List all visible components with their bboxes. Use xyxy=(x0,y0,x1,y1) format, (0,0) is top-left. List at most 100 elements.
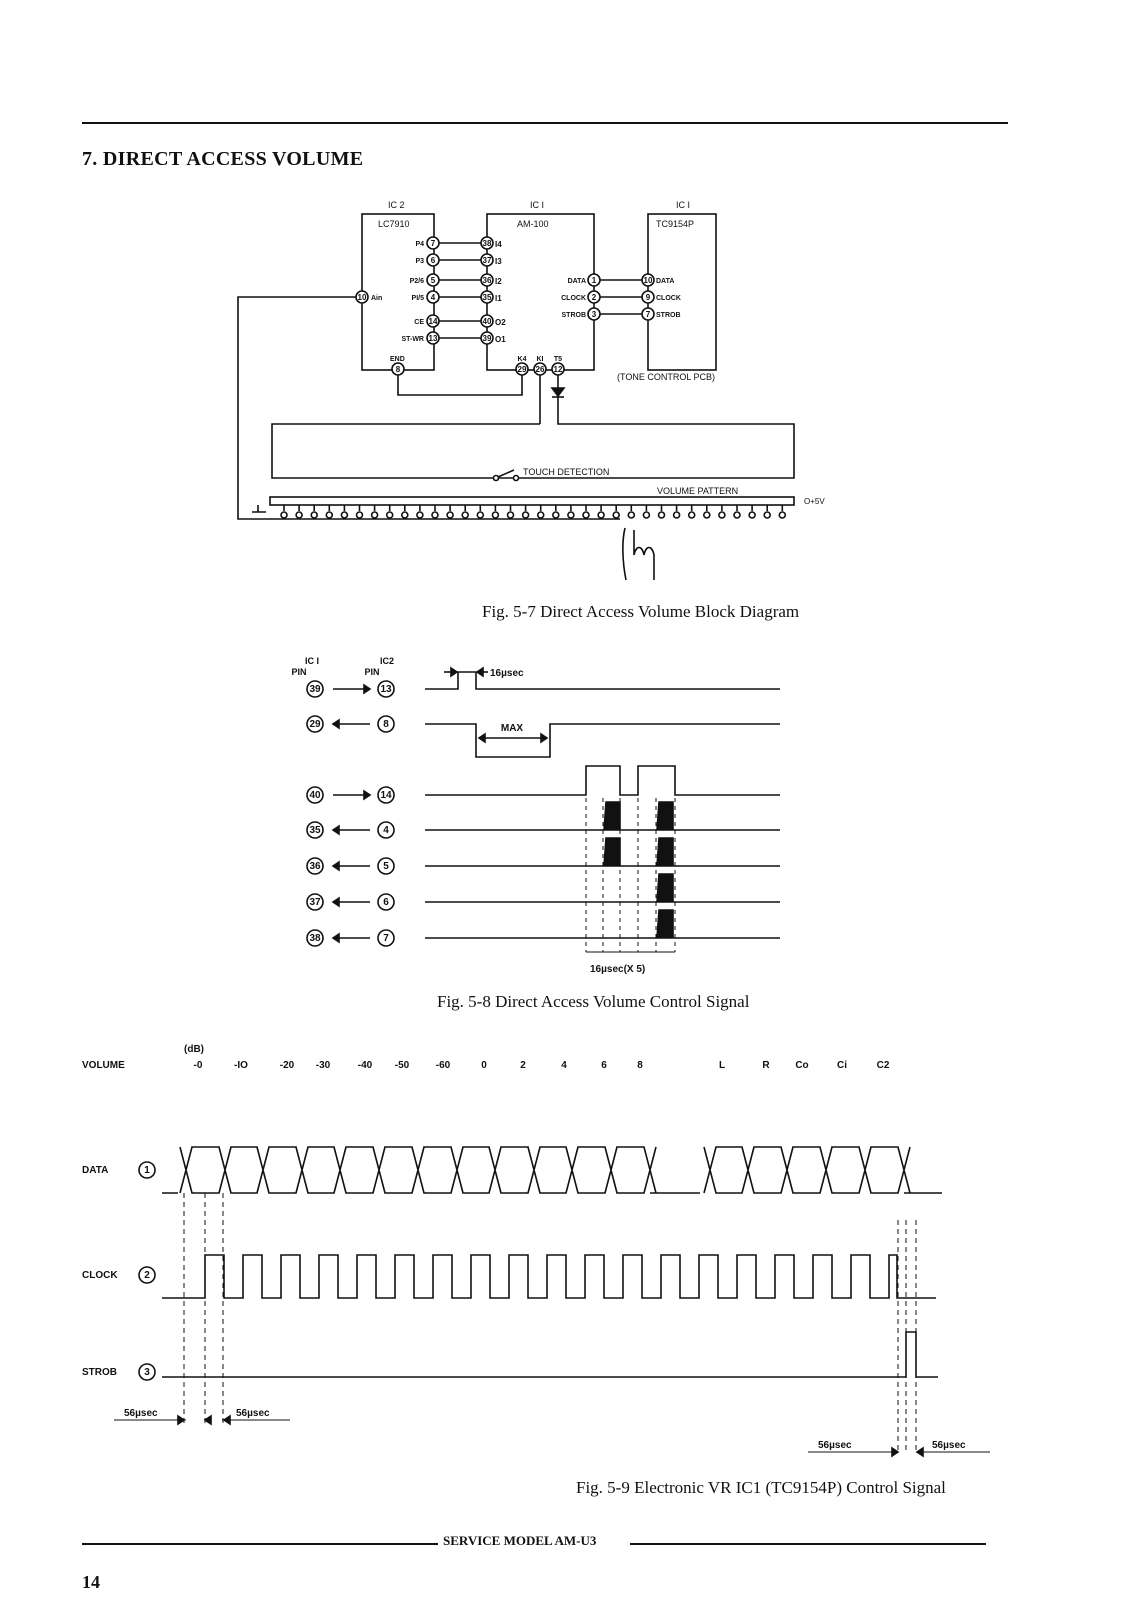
pattern-pad xyxy=(567,511,575,519)
switch-blade xyxy=(497,469,515,478)
sig-row-pulse xyxy=(656,873,674,903)
ic1b-part: TC9154P xyxy=(656,219,694,229)
ic2-pin-label: ST-WR xyxy=(401,336,424,343)
row-arrow-head xyxy=(331,718,340,730)
clock-waveform xyxy=(162,1254,936,1299)
row-pin-ic1-number: 40 xyxy=(309,790,321,801)
volume-value: -IO xyxy=(234,1060,248,1071)
hdr-pin1: PIN xyxy=(291,667,306,677)
row-pin-ic1-number: 35 xyxy=(309,825,321,836)
volume-value: -20 xyxy=(280,1060,295,1071)
fig-5-7-caption: Fig. 5-7 Direct Access Volume Block Diag… xyxy=(482,602,800,621)
arrow-head xyxy=(477,732,486,744)
row-arrow-head xyxy=(331,824,340,836)
signal-pin-number: 3 xyxy=(144,1367,150,1378)
signal-label: CLOCK xyxy=(82,1270,118,1281)
switch-contact xyxy=(492,474,500,482)
ic1b-label: DATA xyxy=(656,278,674,285)
ic2-pin-label: P3 xyxy=(415,258,424,265)
strob-waveform xyxy=(162,1331,938,1378)
hdr-ic1: IC I xyxy=(305,656,319,666)
pattern-pad xyxy=(748,511,756,519)
repeat-label: 16µsec(X 5) xyxy=(590,964,645,975)
sig-29-8 xyxy=(425,723,780,758)
ic2-pin-number: 14 xyxy=(429,317,438,326)
hdr-ic2: IC2 xyxy=(380,656,394,666)
ic1a-left-pin xyxy=(480,273,494,287)
volume-value: R xyxy=(762,1060,770,1071)
pattern-pad xyxy=(385,511,394,519)
data-waveform xyxy=(162,1146,942,1194)
pattern-pad xyxy=(687,511,696,519)
pattern-pad xyxy=(612,511,621,519)
ic1b-ref: IC I xyxy=(676,200,690,210)
ic2-pin-label: P2/6 xyxy=(410,278,425,285)
row-pin-ic2 xyxy=(377,893,395,911)
pattern-pad xyxy=(582,511,590,519)
row-pin-ic1-number: 37 xyxy=(309,897,321,908)
signal-label: STROB xyxy=(82,1367,117,1378)
max-label: MAX xyxy=(501,723,524,734)
ic1b-pin xyxy=(641,307,655,321)
ic1a-right-label: DATA xyxy=(568,278,586,285)
arrow-head xyxy=(177,1414,186,1426)
signal-pin-number: 2 xyxy=(144,1270,150,1281)
pulse-width-label: 16µsec xyxy=(490,668,524,679)
vplus-label: O+5V xyxy=(804,497,825,506)
ain-wire xyxy=(237,296,620,520)
ic1a-bottom-label: KI xyxy=(537,356,544,363)
footer-model: SERVICE MODEL AM-U3 xyxy=(443,1533,597,1548)
pattern-pad xyxy=(778,511,787,519)
arrow-head xyxy=(475,666,484,678)
ic1b-pin-number: 7 xyxy=(646,310,651,319)
ic2-box xyxy=(361,213,435,371)
pattern-pad xyxy=(657,511,666,519)
footer-rule-left xyxy=(82,1543,438,1545)
ic1a-right-label: STROB xyxy=(562,312,587,319)
t-label-1: 56µsec xyxy=(124,1408,158,1419)
arrow-head xyxy=(915,1446,924,1458)
ic2-pin-label: CE xyxy=(414,319,424,326)
volume-value: 8 xyxy=(637,1060,643,1071)
volume-value: -60 xyxy=(436,1060,451,1071)
ic1a-bottom-pin-number: 12 xyxy=(554,365,563,374)
pattern-pad xyxy=(718,511,726,519)
row-pin-ic1 xyxy=(306,786,324,804)
volume-value: 4 xyxy=(561,1060,567,1071)
ic1a-bottom-pin-number: 26 xyxy=(536,365,545,374)
top-rule xyxy=(82,122,1008,124)
ic1a-left-pin xyxy=(480,290,494,304)
ic2-end-pin-number: 8 xyxy=(396,365,401,374)
finger-icon xyxy=(622,527,655,581)
footer-rule-right xyxy=(630,1543,986,1545)
row-pin-ic1-number: 38 xyxy=(309,933,321,944)
signal-pin-number: 1 xyxy=(144,1165,150,1176)
row-pin-ic1 xyxy=(306,680,324,698)
ic2-pin-label: P4 xyxy=(415,241,424,248)
ic2-end-label: END xyxy=(390,356,405,363)
volume-pattern-label: VOLUME PATTERN xyxy=(657,486,738,496)
ic1a-left-label: O1 xyxy=(495,335,506,344)
ic1a-left-label: I3 xyxy=(495,257,502,266)
ic1a-bottom-pin-number: 29 xyxy=(518,365,527,374)
sig-row-pulse xyxy=(603,837,621,867)
volume-value: 2 xyxy=(520,1060,526,1071)
row-pin-ic2 xyxy=(377,786,395,804)
section-title: 7. DIRECT ACCESS VOLUME xyxy=(82,148,364,170)
arrow-head xyxy=(450,666,459,678)
row-arrow-head xyxy=(331,860,340,872)
sig-row-pulse xyxy=(656,909,674,939)
ic1a-right-label: CLOCK xyxy=(561,295,586,302)
volume-value: L xyxy=(719,1060,725,1071)
row-pin-ic2-number: 7 xyxy=(383,933,389,944)
ic1a-right-pin-number: 2 xyxy=(592,293,597,302)
row-arrow-head xyxy=(331,896,340,908)
sig-row-pulse xyxy=(656,837,674,867)
sig-row-pulse xyxy=(603,801,621,831)
row-pin-ic2-number: 6 xyxy=(383,897,389,908)
pattern-pad xyxy=(295,511,303,519)
ic2-pin-number: 4 xyxy=(431,293,436,302)
end-loop-wire xyxy=(397,375,523,396)
ic1a-left-pin xyxy=(480,236,494,250)
